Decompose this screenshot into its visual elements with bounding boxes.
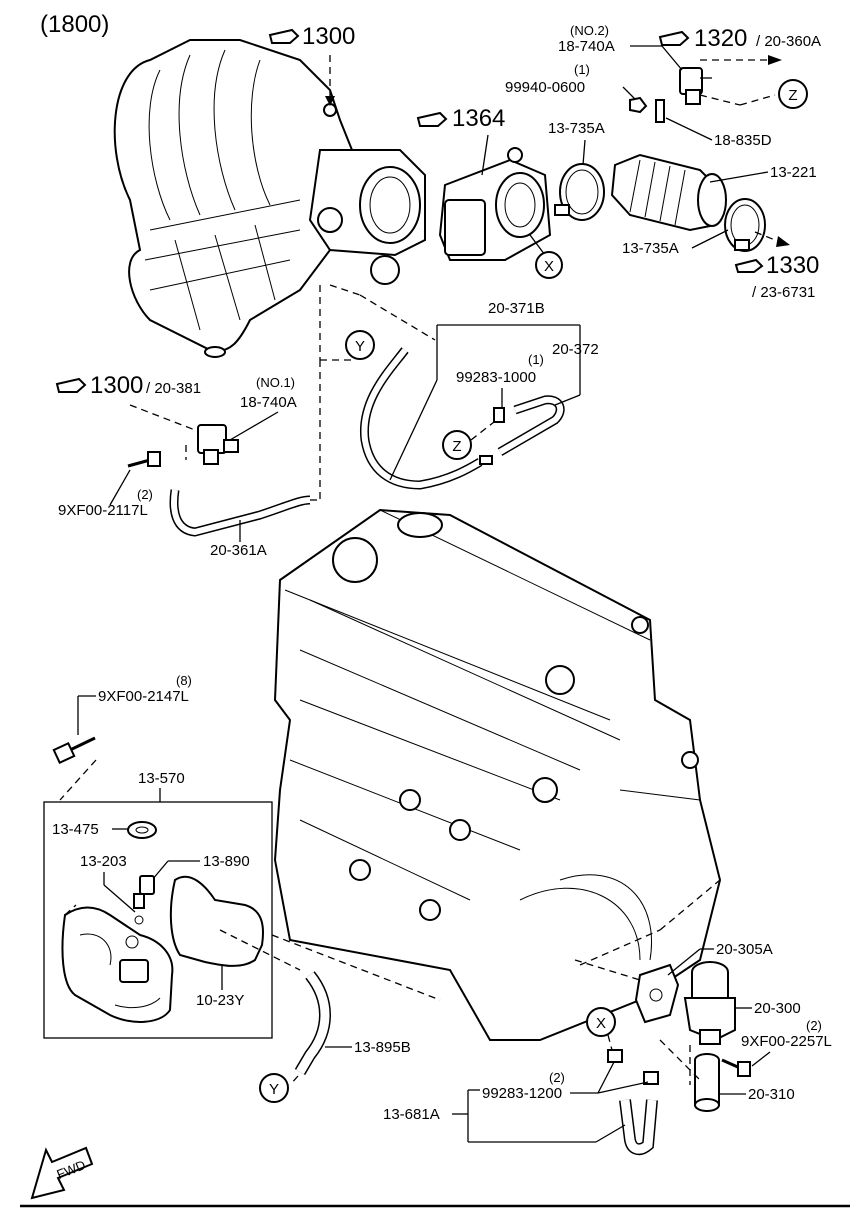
label-20-310: 20-310 [748,1086,795,1103]
label-10-23Y: 10-23Y [196,992,244,1009]
label-qty1-a: (1) [574,62,590,77]
label-13-681A: 13-681A [383,1106,440,1123]
label-99940-0600: 99940-0600 [505,79,585,96]
label-20-361A: 20-361A [210,542,267,559]
label-9XF00-2257L: 9XF00-2257L [741,1033,832,1050]
label-qty8: (8) [176,673,192,688]
ref-1320-label: 1320 [694,25,747,52]
label-18-835D: 18-835D [714,132,772,149]
label-99283-1200: 99283-1200 [482,1085,562,1102]
bolt-9XF00-2147L [52,736,96,765]
marker-z-top-label: Z [788,87,797,104]
hand-pointer-icon [55,377,87,393]
ref-1300-top: 1300 [268,23,355,106]
label-13-890: 13-890 [203,853,250,870]
marker-x-top: X [529,234,563,279]
vacuum-hose-20-372 [497,395,565,456]
pcv-valve-13-890 [133,875,155,925]
ref-1300-left-label: 1300 [90,372,143,399]
manifold-throttle-adapter [308,103,426,285]
label-no2: (NO.2) [570,23,609,38]
hose-clamp-99283-1200-b [643,1071,659,1085]
label-99283-1000: 99283-1000 [456,369,536,386]
ref-1300-left: 1300 / 20-381 [55,372,201,431]
label-qty2-a: (2) [137,487,153,502]
pcv-hose-13-895B [294,971,331,1076]
label-13-475: 13-475 [52,821,99,838]
solenoid-valve-no1 [197,424,239,465]
label-9XF00-2147L: 9XF00-2147L [98,688,189,705]
nut-99940 [629,96,648,114]
joint-99283-1000 [493,407,505,423]
section-number: (1800) [40,11,109,38]
solenoid-valve-no2 [679,67,712,105]
hand-pointer-icon [268,28,300,44]
oil-filler-cap [332,537,378,583]
label-qty2-b: (2) [806,1018,822,1033]
engine-block [273,508,722,1041]
hose-joint [479,455,493,465]
cylinder-head-cover-13-570 [61,906,174,1023]
hose-clamp-99283-1200-a [607,1049,623,1063]
label-20-371B: 20-371B [488,300,545,317]
label-20-305A: 20-305A [716,941,773,958]
cover-assembly-box [43,801,273,1039]
ref-1364-label: 1364 [452,105,505,132]
marker-z-mid: Z [442,421,495,460]
label-9XF00-2117L: 9XF00-2117L [58,502,148,519]
ref-1300-top-label: 1300 [302,23,355,50]
marker-y-bottom: Y [259,1073,289,1103]
label-qty2-c: (2) [549,1070,565,1085]
egr-pipe-20-310 [694,1053,720,1112]
ref-1300-left-sub-label: / 20-381 [146,380,201,397]
hose-clamp-13-735A-b: 13-735A [622,198,766,257]
label-20-300: 20-300 [754,1000,801,1017]
marker-x-bottom: X [586,1007,616,1051]
egr-gasket-20-305A [634,963,680,1024]
marker-x-top-label: X [544,258,554,275]
vacuum-hose-20-371B [359,347,483,490]
label-20-372: 20-372 [552,341,599,358]
fwd-arrow-icon: FWD [30,1146,94,1200]
hand-pointer-icon [734,258,764,273]
label-18-740A-top: 18-740A [558,38,615,55]
marker-y-mid-label: Y [355,338,365,355]
seal-ring-13-475 [127,821,157,839]
label-13-570: 13-570 [138,770,185,787]
hand-pointer-icon [658,30,690,46]
marker-y-bottom-label: Y [269,1081,279,1098]
water-hose-13-681A [619,1099,658,1156]
marker-z-top: Z [778,79,808,109]
intake-manifold [113,39,361,358]
ref-1330-sub-label: / 23-6731 [752,284,815,301]
bolt-9XF00-2117L [127,451,161,468]
vacuum-hose-20-361A [169,489,311,537]
label-13-735A-b: 13-735A [622,240,679,257]
label-13-221: 13-221 [770,164,817,181]
gasket-10-23Y [169,875,264,967]
label-13-735A-a: 13-735A [548,120,605,137]
throttle-body [438,147,552,261]
label-13-203: 13-203 [80,853,127,870]
ref-1330: 1330 / 23-6731 [734,252,819,301]
marker-z-mid-label: Z [452,438,461,455]
egr-valve-20-300 [683,961,736,1045]
label-qty1-b: (1) [528,352,544,367]
ref-1320: 1320 / 20-360A [658,25,821,65]
label-18-740A-left: 18-740A [240,394,297,411]
marker-x-bottom-label: X [596,1015,606,1032]
ref-1320-sub-label: / 20-360A [756,33,821,50]
air-intake-duct: 13-221 [610,153,817,232]
bolt-9XF00-2257L [721,1058,751,1077]
ref-1330-label: 1330 [766,252,819,279]
marker-y-mid: Y [345,330,375,360]
hose-clamp-13-735A-a: 13-735A [548,120,605,221]
hand-pointer-icon [416,111,448,127]
ref-1364: 1364 [416,105,505,176]
label-no1: (NO.1) [256,375,295,390]
label-13-895B: 13-895B [354,1039,411,1056]
hose-connector-18-835D [655,99,665,123]
